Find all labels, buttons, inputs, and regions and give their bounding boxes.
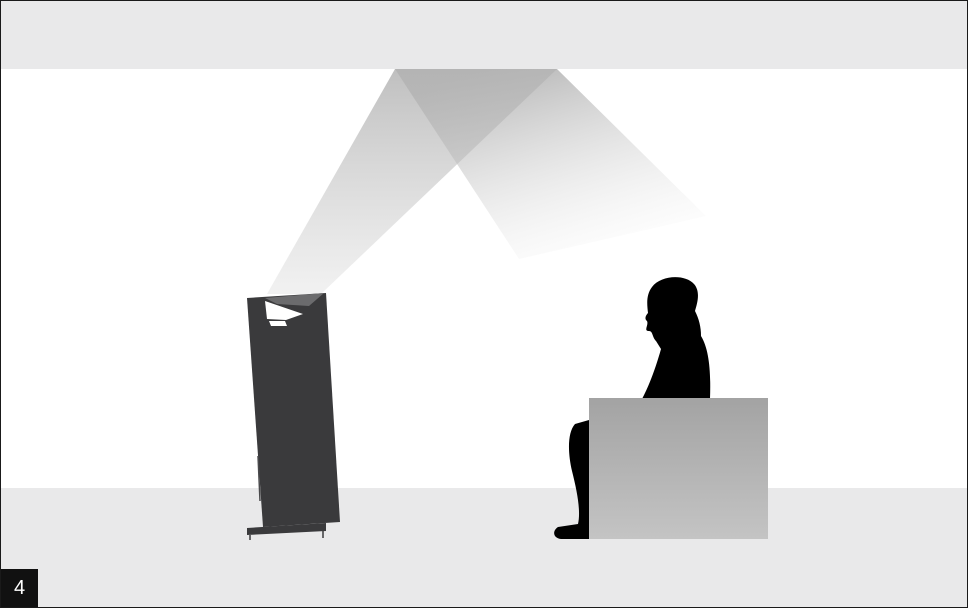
seat-box [589,398,768,539]
step-number-badge: 4 [1,569,38,607]
tower-speaker-icon [247,293,340,540]
